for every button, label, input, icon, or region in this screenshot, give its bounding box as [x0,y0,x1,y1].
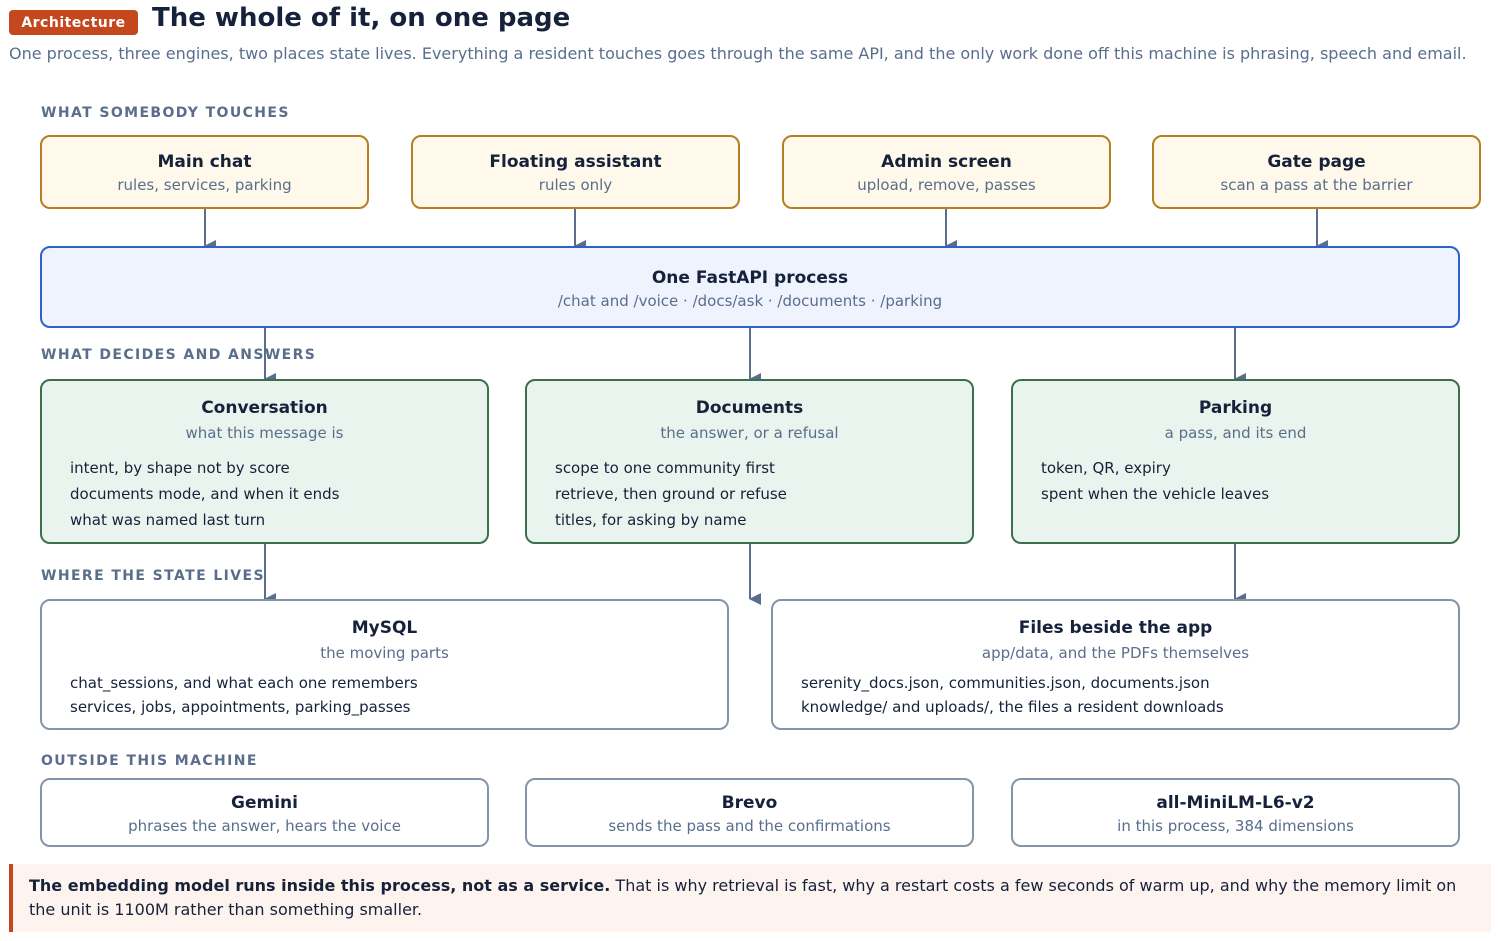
outside-title: Gemini [231,793,298,813]
outside-subtitle: sends the pass and the confirmations [608,817,891,835]
outside-box-brevo: Brevo sends the pass and the confirmatio… [525,778,974,847]
engine-box-parking: Parking a pass, and its end token, QR, e… [1011,379,1460,544]
touch-title: Main chat [157,152,252,172]
engine-title: Conversation [201,398,328,418]
api-subtitle: /chat and /voice · /docs/ask · /document… [557,292,943,310]
embedding-note-callout: The embedding model runs inside this pro… [9,864,1491,932]
note-body-text: That is why retrieval is fast, why a res… [29,876,1457,919]
outside-box-minilm: all-MiniLM-L6-v2 in this process, 384 di… [1011,778,1460,847]
store-line: chat_sessions, and what each one remembe… [70,674,418,692]
section-label-outside: OUTSIDE THIS MACHINE [41,753,258,769]
outside-box-gemini: Gemini phrases the answer, hears the voi… [40,778,489,847]
store-title: MySQL [351,618,418,638]
store-box-mysql: MySQL the moving parts chat_sessions, an… [40,599,729,730]
page-title: The whole of it, on one page [152,3,571,33]
touch-subtitle: upload, remove, passes [857,176,1036,194]
engine-box-documents: Documents the answer, or a refusal scope… [525,379,974,544]
outside-title: Brevo [721,793,778,813]
engine-title: Parking [1198,398,1273,418]
page-subtitle: One process, three engines, two places s… [9,44,1467,63]
engine-subtitle: a pass, and its end [1164,424,1307,442]
store-subtitle: the moving parts [320,644,449,662]
section-label-touches: WHAT SOMEBODY TOUCHES [41,105,290,121]
engine-line: intent, by shape not by score [70,459,290,477]
note-bold-text: The embedding model runs inside this pro… [29,876,611,895]
api-process-box: One FastAPI process /chat and /voice · /… [40,246,1460,328]
touch-box-admin-screen: Admin screen upload, remove, passes [782,135,1111,209]
engine-box-conversation: Conversation what this message is intent… [40,379,489,544]
outside-title: all-MiniLM-L6-v2 [1156,793,1315,813]
touch-title: Floating assistant [489,152,662,172]
engine-subtitle: what this message is [185,424,344,442]
section-label-state: WHERE THE STATE LIVES [41,568,265,584]
store-title: Files beside the app [1018,618,1213,638]
store-subtitle: app/data, and the PDFs themselves [981,644,1250,662]
engine-line: what was named last turn [70,511,266,529]
outside-subtitle: phrases the answer, hears the voice [128,817,401,835]
touch-title: Gate page [1267,152,1366,172]
engine-title: Documents [695,398,804,418]
outside-subtitle: in this process, 384 dimensions [1117,817,1354,835]
touch-box-gate-page: Gate page scan a pass at the barrier [1152,135,1481,209]
engine-line: scope to one community first [555,459,775,477]
touch-box-main-chat: Main chat rules, services, parking [40,135,369,209]
store-box-files: Files beside the app app/data, and the P… [771,599,1460,730]
architecture-badge: Architecture [9,10,138,35]
store-line: knowledge/ and uploads/, the files a res… [801,698,1224,716]
engine-line: spent when the vehicle leaves [1041,485,1270,503]
touch-box-floating-assistant: Floating assistant rules only [411,135,740,209]
section-label-decides: WHAT DECIDES AND ANSWERS [41,347,317,363]
engine-line: token, QR, expiry [1041,459,1171,477]
touch-subtitle: rules only [538,176,613,194]
touch-subtitle: scan a pass at the barrier [1220,176,1413,194]
engine-line: documents mode, and when it ends [70,485,340,503]
engine-line: retrieve, then ground or refuse [555,485,787,503]
store-line: serenity_docs.json, communities.json, do… [801,674,1210,692]
engine-subtitle: the answer, or a refusal [660,424,839,442]
engine-line: titles, for asking by name [555,511,747,529]
touch-title: Admin screen [881,152,1012,172]
touch-subtitle: rules, services, parking [117,176,292,194]
api-title: One FastAPI process [651,268,849,288]
store-line: services, jobs, appointments, parking_pa… [70,698,411,716]
